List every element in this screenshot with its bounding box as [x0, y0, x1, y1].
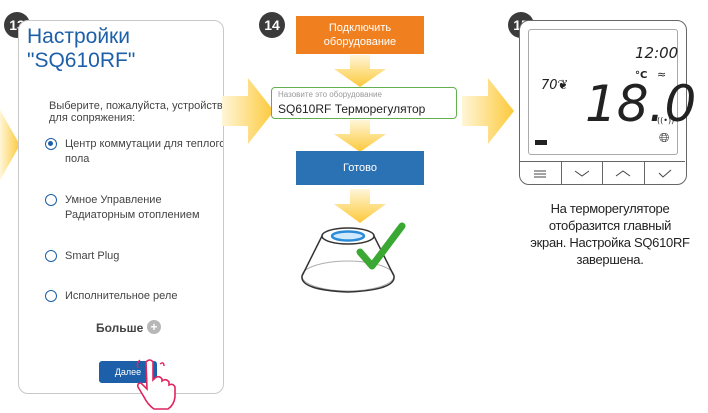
- option-label: Исполнительное реле: [65, 290, 178, 302]
- device-name-field[interactable]: Назовите это оборудование SQ610RF Термор…: [271, 87, 457, 119]
- option-smart-plug[interactable]: Smart Plug: [45, 249, 223, 264]
- selection-prompt: Выберите, пожалуйста, устройство для соп…: [49, 100, 224, 124]
- radio-icon[interactable]: [45, 194, 57, 206]
- confirm-key[interactable]: [645, 162, 686, 184]
- menu-icon: [534, 170, 546, 178]
- arrow-down-icon: [334, 55, 386, 87]
- option-label: Smart Plug: [65, 250, 120, 262]
- option-label: Умное Управление Радиаторным отоплением: [65, 194, 200, 221]
- done-button[interactable]: Готово: [296, 151, 424, 185]
- humidity-drop-icon: ❦: [557, 78, 569, 93]
- option-floor-heating[interactable]: Центр коммутации для теплого пола: [45, 137, 224, 167]
- device-name-placeholder: Назовите это оборудование: [278, 90, 382, 99]
- time-readout: 12:00: [635, 44, 679, 62]
- unit-readout: °C: [635, 70, 648, 81]
- thermostat-keys: [520, 161, 685, 184]
- plus-icon[interactable]: +: [147, 320, 161, 334]
- step-14-badge: 14: [259, 12, 285, 38]
- down-key[interactable]: [562, 162, 603, 184]
- arrow-down-icon: [334, 189, 386, 223]
- menu-key[interactable]: [520, 162, 562, 184]
- check-icon: [658, 169, 671, 178]
- device-name-value[interactable]: SQ610RF Терморегулятор: [278, 102, 426, 116]
- arrow-right-icon: [462, 78, 514, 144]
- thermostat-display: 12:00 70❦ °C ≈ 18.0 ((•)) 🌐︎: [528, 29, 696, 155]
- globe-icon: 🌐︎: [659, 131, 670, 146]
- next-button[interactable]: Далее: [99, 361, 157, 383]
- gateway-device-icon: [301, 227, 395, 293]
- wireless-icon: ((•)): [657, 116, 675, 125]
- radio-icon[interactable]: [45, 250, 57, 262]
- option-label: Центр коммутации для теплого пола: [65, 138, 224, 165]
- chevron-down-icon: [574, 170, 589, 177]
- up-key[interactable]: [603, 162, 645, 184]
- arrow-down-icon: [334, 120, 386, 152]
- checkmark-icon: [356, 222, 406, 270]
- arrow-right-icon: [222, 78, 274, 144]
- arrow-right-icon: [0, 110, 20, 180]
- connect-device-button[interactable]: Подключить оборудование: [296, 16, 424, 54]
- phone-screen: Настройки "SQ610RF" Выберите, пожалуйста…: [18, 20, 224, 394]
- radio-icon[interactable]: [45, 290, 57, 302]
- completion-caption: На терморегуляторе отобразится главный э…: [530, 201, 690, 267]
- heating-icon: ≈: [657, 68, 667, 81]
- option-relay[interactable]: Исполнительное реле: [45, 289, 223, 304]
- chevron-up-icon: [615, 170, 631, 177]
- hand-pointer-icon: [136, 359, 176, 410]
- temperature-readout: 18.0: [585, 75, 697, 133]
- more-button[interactable]: Больше: [96, 321, 144, 335]
- page-title: Настройки "SQ610RF": [27, 25, 136, 72]
- option-radiator-control[interactable]: Умное Управление Радиаторным отоплением: [45, 193, 223, 223]
- humidity-readout: 70❦: [541, 78, 569, 93]
- battery-icon: [535, 140, 547, 145]
- thermostat-device: 12:00 70❦ °C ≈ 18.0 ((•)) 🌐︎: [519, 20, 696, 185]
- radio-selected-icon[interactable]: [45, 138, 57, 150]
